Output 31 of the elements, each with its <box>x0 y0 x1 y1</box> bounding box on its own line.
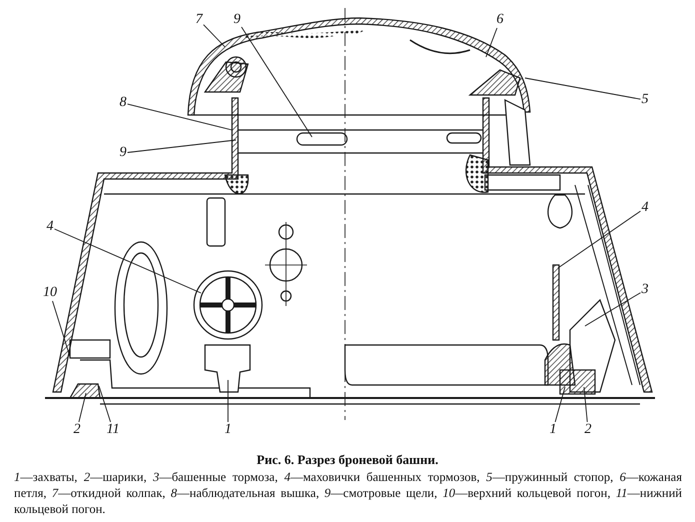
callout-number: 11 <box>106 423 120 437</box>
callout-number: 8 <box>120 96 126 110</box>
callout-number: 9 <box>234 13 240 27</box>
leader-line <box>127 140 236 153</box>
leader-line <box>127 104 232 130</box>
callout-number: 7 <box>196 13 202 27</box>
callout-number: 3 <box>642 283 648 297</box>
leader-line <box>54 228 202 294</box>
callout-number: 4 <box>642 201 648 215</box>
callout-number: 1 <box>224 423 232 437</box>
leader-line <box>98 386 111 422</box>
leader-line <box>203 24 226 48</box>
callout-number: 9 <box>120 146 126 160</box>
figure-title: Рис. 6. Разрез броневой башни. <box>256 452 440 468</box>
callout-number: 10 <box>43 286 57 300</box>
callout-number: 2 <box>584 423 592 437</box>
leader-line <box>52 300 70 358</box>
leader-line <box>584 386 588 422</box>
callout-number: 2 <box>74 423 80 437</box>
callout-number: 6 <box>496 13 504 27</box>
leader-line <box>584 292 641 326</box>
leader-line <box>241 26 312 138</box>
leader-line <box>558 210 641 268</box>
leader-line <box>554 386 566 422</box>
callout-number: 5 <box>642 93 648 107</box>
leader-line <box>524 78 641 100</box>
figure-caption: 1—захваты, 2—шарики, 3—башенные тормоза, 4—маховички башенных тормозов, 5—пружинный стопор, 6—кожаная петля, 7—откидной колпак, 8—наблюдательная вышка, 9—смотровые щели, 10—верхний кольцевой погон, 11—нижний кольцевой погон. <box>14 469 682 517</box>
leader-line <box>486 28 498 58</box>
callout-number: 4 <box>46 220 54 234</box>
callout-number: 1 <box>550 423 556 437</box>
leader-line <box>78 392 86 422</box>
